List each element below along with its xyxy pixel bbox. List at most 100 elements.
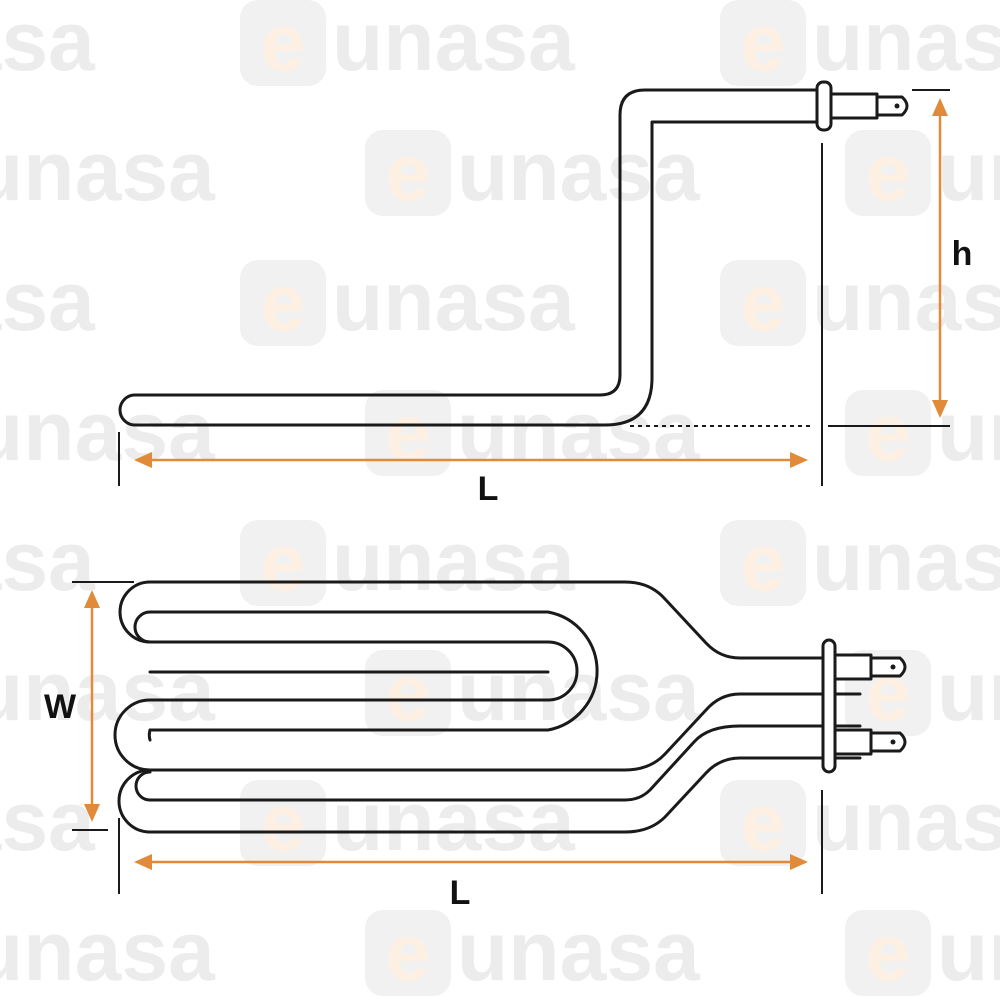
watermark-logo-text: unasa bbox=[812, 514, 1000, 608]
watermark-logo-letter: e bbox=[386, 908, 431, 997]
watermark-logo-box bbox=[720, 780, 806, 866]
side-terminal-stem bbox=[829, 92, 879, 120]
watermark-logo-letter: e bbox=[741, 518, 786, 607]
watermark-logo-text: unasa bbox=[0, 124, 216, 218]
dim-l-top-arrow-right bbox=[790, 854, 808, 870]
top-tube-inner-c bbox=[147, 728, 152, 742]
watermark-logo-letter: e bbox=[866, 128, 911, 217]
watermark-logo-text: unasa bbox=[332, 254, 576, 348]
watermark-logo-box bbox=[365, 910, 451, 996]
side-flange bbox=[815, 80, 833, 132]
top-tube-inner-a bbox=[148, 724, 862, 802]
watermark-logo-box bbox=[365, 130, 451, 216]
watermark-logo-text: unasa bbox=[0, 0, 96, 88]
watermark-logo-text: unasa bbox=[812, 774, 1000, 868]
top-flange bbox=[821, 638, 837, 774]
watermark-logo-text: unasa bbox=[0, 514, 96, 608]
top-view: W L bbox=[44, 580, 907, 912]
dim-w-arrow-top bbox=[84, 590, 100, 608]
watermark-logo-text: unasa bbox=[332, 774, 576, 868]
watermark-logo-text: unasa bbox=[457, 124, 701, 218]
watermark-logo-letter: e bbox=[261, 0, 306, 87]
side-tube-inner bbox=[603, 120, 820, 427]
watermark-logo-box bbox=[240, 520, 326, 606]
dim-h-arrow-top bbox=[932, 98, 948, 116]
top-connector-hole-1 bbox=[890, 664, 896, 670]
watermark-logo-text: unasa bbox=[0, 384, 216, 478]
dim-l-side-label: L bbox=[478, 470, 499, 508]
side-view: h L bbox=[118, 80, 973, 508]
watermark-logo-text: unasa bbox=[457, 644, 701, 738]
dim-l-side-arrow-left bbox=[134, 452, 152, 468]
watermark-logo-text: unasa bbox=[0, 774, 96, 868]
watermark-logo-letter: e bbox=[386, 388, 431, 477]
top-tube-inner-b bbox=[133, 610, 599, 732]
side-tube-outer bbox=[118, 88, 820, 427]
watermark-logo-box bbox=[720, 0, 806, 86]
watermark-logo-letter: e bbox=[386, 128, 431, 217]
watermark-logo-letter: e bbox=[261, 778, 306, 867]
watermark-logo-letter: e bbox=[386, 648, 431, 737]
watermark-logo-box bbox=[240, 260, 326, 346]
watermark-logo-text: unasa bbox=[0, 904, 216, 998]
watermark-logo-letter: e bbox=[261, 258, 306, 347]
dim-l-top-arrow-left bbox=[134, 854, 152, 870]
watermark-logo-letter: e bbox=[866, 388, 911, 477]
watermark-logo-box bbox=[845, 390, 931, 476]
watermark-logo-text: unasa bbox=[812, 254, 1000, 348]
watermark-logo-box bbox=[845, 910, 931, 996]
watermark-logo-box bbox=[845, 130, 931, 216]
dim-h-label: h bbox=[952, 235, 973, 273]
dim-l-side-arrow-right bbox=[790, 452, 808, 468]
watermark-logo-letter: e bbox=[741, 778, 786, 867]
top-terminal-stem-2 bbox=[833, 728, 873, 756]
top-terminal-stem-1 bbox=[833, 653, 873, 681]
top-connector-tab-1 bbox=[869, 656, 907, 678]
dim-l-top-label: L bbox=[450, 874, 471, 912]
watermark-logo-letter: e bbox=[261, 518, 306, 607]
watermark-logo-text: unasa bbox=[937, 904, 1000, 998]
dim-w-label: W bbox=[44, 688, 77, 726]
watermark-logo-text: unasa bbox=[332, 514, 576, 608]
watermark-logo-box bbox=[720, 260, 806, 346]
top-tube-inner bbox=[117, 756, 862, 834]
top-connector-tab-2 bbox=[869, 731, 907, 753]
watermark-logo-letter: e bbox=[741, 0, 786, 87]
watermark-logo-text: unasa bbox=[332, 0, 576, 88]
side-connector-hole bbox=[894, 103, 900, 109]
top-tube-inner-loop bbox=[134, 770, 152, 802]
watermark-logo-text: unasa bbox=[457, 904, 701, 998]
watermark-logo-text: unasa bbox=[812, 0, 1000, 88]
watermark-logo-text: unasa bbox=[937, 124, 1000, 218]
watermark-logo-box bbox=[365, 390, 451, 476]
watermark-logo-text: unasa bbox=[0, 644, 216, 738]
watermark-logo-letter: e bbox=[741, 258, 786, 347]
watermark-logo-text: unasa bbox=[937, 644, 1000, 738]
